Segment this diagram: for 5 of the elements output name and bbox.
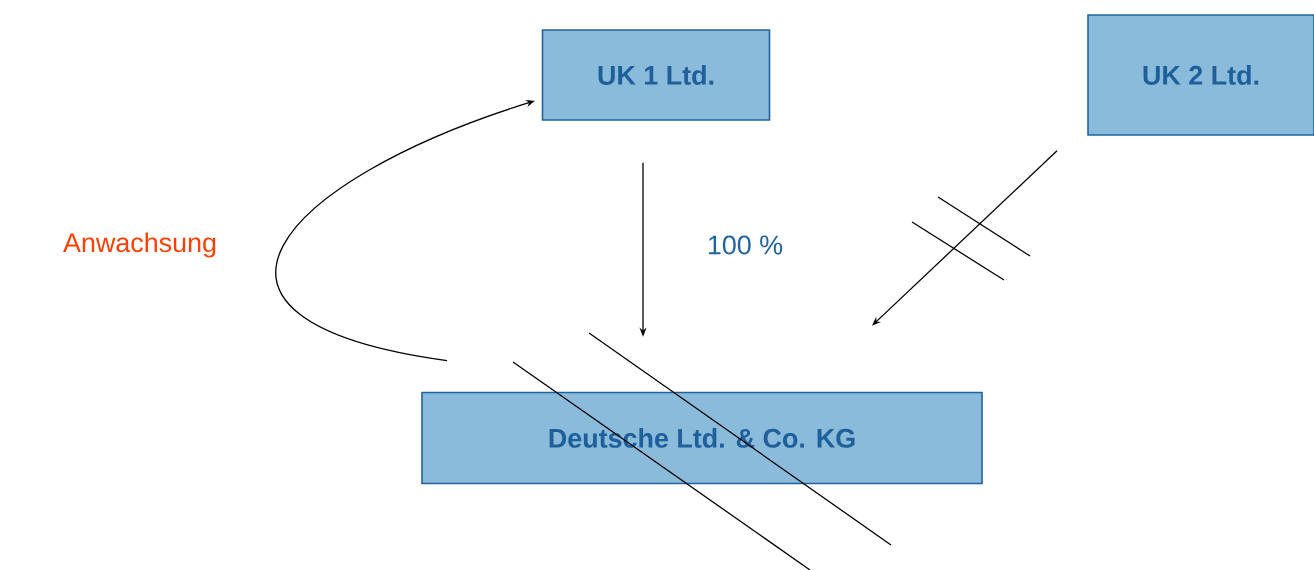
edge-label: 100 % — [708, 235, 783, 255]
arrow — [872, 150, 1058, 326]
company-box: UK 1 Ltd. — [541, 29, 771, 121]
company-box: UK 2 Ltd. — [1087, 14, 1314, 136]
edge-label: Anwachsung — [63, 232, 216, 258]
